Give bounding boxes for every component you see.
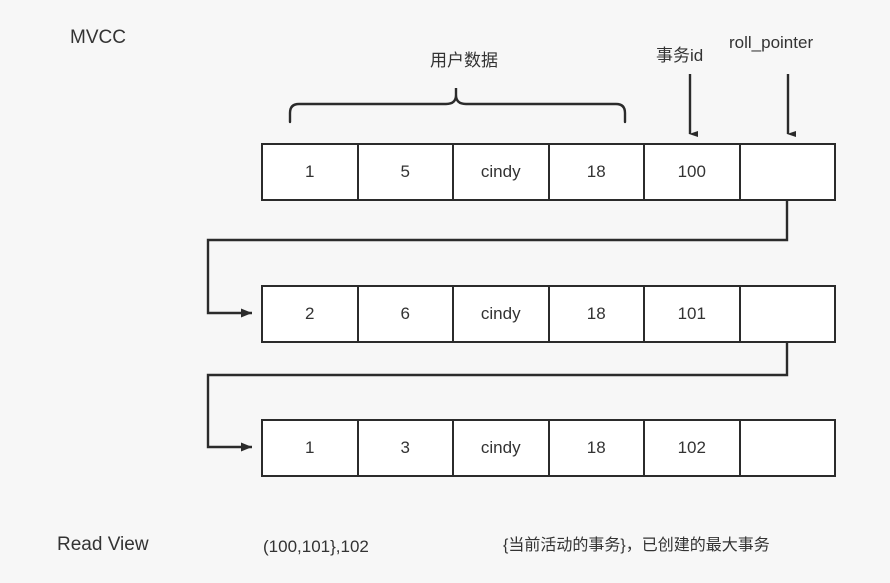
- table-cell-trx-id: 100: [645, 145, 741, 199]
- table-cell: cindy: [454, 145, 550, 199]
- user-data-label: 用户数据: [430, 51, 498, 70]
- read-view-note: {当前活动的事务}，已创建的最大事务: [503, 537, 770, 554]
- table-cell: 6: [358, 287, 454, 341]
- table-cell-trx-id: 102: [645, 421, 741, 475]
- table-cell: 18: [549, 287, 645, 341]
- table-cell: 2: [263, 287, 359, 341]
- table-cell-roll-pointer: [740, 287, 834, 341]
- roll-pointer-label: roll_pointer: [729, 33, 814, 52]
- read-view-value: (100,101},102: [263, 537, 369, 556]
- table-cell: 1: [263, 145, 359, 199]
- table-cell: 1: [263, 421, 359, 475]
- table-row: 1 5 cindy 18 100: [261, 143, 836, 201]
- table-cell-roll-pointer: [740, 145, 834, 199]
- table-row: 2 6 cindy 18 101: [261, 285, 836, 343]
- table-cell-trx-id: 101: [645, 287, 741, 341]
- trx-id-label: 事务id: [656, 46, 704, 65]
- table-cell-roll-pointer: [740, 421, 834, 475]
- table-cell: 18: [549, 421, 645, 475]
- table-cell: 5: [358, 145, 454, 199]
- user-data-brace: [288, 88, 627, 124]
- table-cell: 3: [358, 421, 454, 475]
- table-cell: 18: [549, 145, 645, 199]
- table-cell: cindy: [454, 421, 550, 475]
- read-view-label: Read View: [57, 534, 149, 555]
- table-row: 1 3 cindy 18 102: [261, 419, 836, 477]
- table-cell: cindy: [454, 287, 550, 341]
- page-title: MVCC: [70, 27, 126, 48]
